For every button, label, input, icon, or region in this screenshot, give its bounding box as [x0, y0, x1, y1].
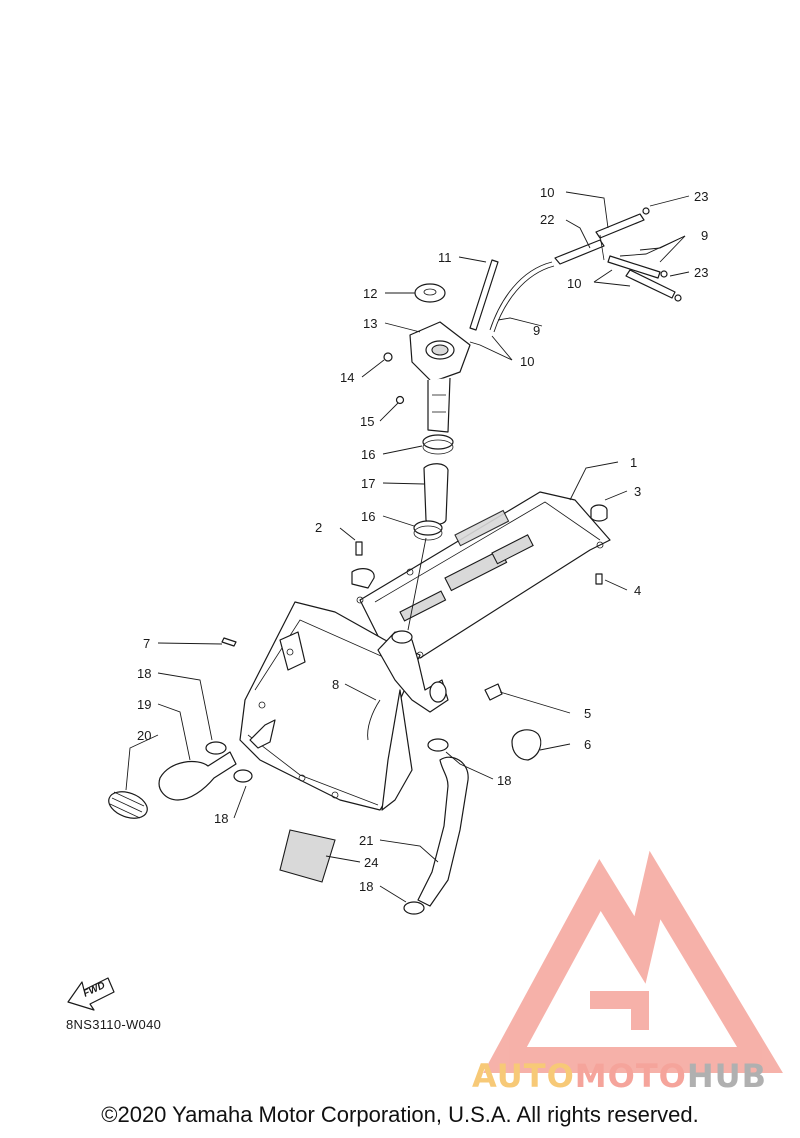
- callout-23a: 23: [694, 189, 708, 204]
- callout-18c: 18: [497, 773, 511, 788]
- callout-5: 5: [584, 706, 591, 721]
- callout-1: 1: [630, 455, 637, 470]
- pad-24: [279, 829, 336, 883]
- callout-4: 4: [634, 583, 641, 598]
- callout-10c: 10: [520, 354, 534, 369]
- watermark-part1: AUTO: [472, 1057, 575, 1095]
- coupler-20: [108, 791, 148, 819]
- fwd-arrow-icon: FWD: [67, 977, 115, 1011]
- grommet-3: [590, 504, 608, 522]
- callout-2: 2: [315, 520, 322, 535]
- callout-8: 8: [332, 677, 339, 692]
- breather-hose-11: [469, 259, 499, 331]
- filler-neck: [409, 321, 471, 433]
- hose-17: [423, 463, 449, 526]
- callout-24: 24: [364, 855, 378, 870]
- bracket-5: [484, 683, 503, 701]
- diagram-code: 8NS3110-W040: [66, 1017, 162, 1032]
- watermark-logo: [483, 850, 783, 1073]
- copyright-notice: ©2020 Yamaha Motor Corporation, U.S.A. A…: [101, 1102, 699, 1127]
- leader-lines: [125, 191, 690, 903]
- clamp-18d: [403, 901, 425, 915]
- hose-19: [158, 751, 237, 801]
- callout-18b: 18: [214, 811, 228, 826]
- bolt-4: [595, 573, 603, 585]
- hose-21: [417, 756, 469, 907]
- watermark-text: AUTOMOTOHUB: [472, 1057, 767, 1095]
- breather-tree: [554, 207, 682, 302]
- pin-7: [221, 637, 237, 647]
- callout-14: 14: [340, 370, 354, 385]
- callout-3: 3: [634, 484, 641, 499]
- breather-hose-9: [489, 261, 555, 333]
- bolt-14: [383, 352, 393, 362]
- callout-10a: 10: [540, 185, 554, 200]
- watermark-part3: HUB: [686, 1057, 768, 1095]
- clamp-18a: [205, 741, 227, 755]
- callout-16a: 16: [361, 447, 375, 462]
- callout-9a: 9: [701, 228, 708, 243]
- callout-labels: 1 2 3 4 5 6 7 8 9 9 10 10 10 11 12 13 14…: [137, 185, 708, 894]
- wire-8: [367, 699, 381, 741]
- sensor-6: [511, 729, 542, 761]
- callout-21: 21: [359, 833, 373, 848]
- bolt-2: [351, 541, 375, 589]
- callout-6: 6: [584, 737, 591, 752]
- callout-16b: 16: [361, 509, 375, 524]
- callout-22: 22: [540, 212, 554, 227]
- bolt-15: [395, 395, 405, 405]
- callout-12: 12: [363, 286, 377, 301]
- callout-19: 19: [137, 697, 151, 712]
- callout-9b: 9: [533, 323, 540, 338]
- callout-20: 20: [137, 728, 151, 743]
- callout-18d: 18: [359, 879, 373, 894]
- clamp-18c: [427, 738, 449, 752]
- callout-13: 13: [363, 316, 377, 331]
- callout-23b: 23: [694, 265, 708, 280]
- intercooler-body: [239, 601, 449, 811]
- callout-18a: 18: [137, 666, 151, 681]
- clamp-16-lower: [413, 520, 443, 541]
- callout-7: 7: [143, 636, 150, 651]
- watermark-part2: MOTO: [574, 1057, 687, 1095]
- callout-17: 17: [361, 476, 375, 491]
- clamp-18b: [233, 769, 253, 783]
- callout-10b: 10: [567, 276, 581, 291]
- filler-cap: [414, 283, 446, 303]
- clamp-16-upper: [422, 434, 454, 455]
- callout-11: 11: [438, 250, 452, 265]
- cooler-plate: [356, 491, 611, 659]
- callout-15: 15: [360, 414, 374, 429]
